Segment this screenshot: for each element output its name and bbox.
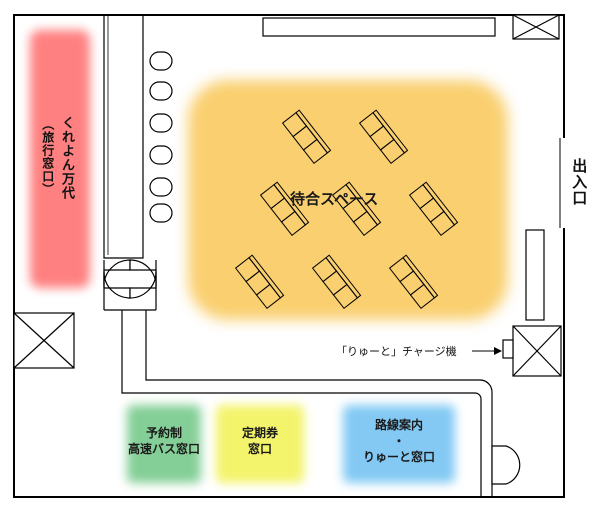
seat-back — [295, 109, 332, 154]
stool — [149, 177, 173, 197]
kureyon-sub-label: （旅行窓口） — [40, 118, 55, 196]
entrance-gap — [560, 138, 568, 228]
route-line1: 路線案内 — [374, 418, 423, 432]
stool — [149, 81, 173, 101]
reserved-bus-zone — [127, 405, 201, 483]
seat-group — [281, 109, 332, 165]
seat-group — [358, 109, 409, 165]
gate — [103, 259, 157, 311]
partition-wall-inner — [145, 310, 493, 497]
stool — [149, 203, 173, 223]
seat-group — [311, 254, 362, 310]
kureyon-zone — [30, 30, 90, 288]
seat-group — [259, 181, 310, 237]
counter — [103, 15, 144, 259]
service-door — [491, 445, 521, 485]
route-line3: りゅーと窓口 — [362, 450, 435, 464]
commuter-line2: 窓口 — [247, 442, 272, 456]
reserved-bus-label: 予約制 高速バス窓口 — [120, 425, 208, 457]
route-info-zone — [343, 405, 455, 483]
kureyon-name: くれよん万代 — [58, 116, 74, 200]
seat-back — [345, 181, 382, 226]
kureyon-sub: （旅行窓口） — [40, 118, 55, 196]
stool — [149, 145, 173, 165]
stools — [149, 51, 173, 223]
commuter-label: 定期券 窓口 — [216, 425, 304, 457]
entrance-text: 出入口 — [570, 158, 589, 206]
seat-back — [372, 109, 409, 154]
seat-group — [388, 254, 439, 310]
charge-machine — [502, 325, 562, 377]
seat-back — [422, 181, 459, 226]
seating — [234, 109, 459, 310]
route-line2: ・ — [392, 434, 405, 448]
reserved-line1: 予約制 — [145, 426, 182, 440]
outer-wall — [13, 14, 565, 498]
side-board — [525, 229, 545, 321]
seat-back — [273, 181, 310, 226]
seat-group — [234, 254, 285, 310]
pillar-top-right — [512, 14, 560, 40]
charge-arrow-head — [494, 347, 502, 355]
seat-back — [402, 254, 439, 299]
reserved-line2: 高速バス窓口 — [127, 442, 200, 456]
stool — [149, 51, 173, 71]
route-info-label: 路線案内 ・ りゅーと窓口 — [343, 417, 455, 465]
seat-group — [331, 181, 382, 237]
seat-back — [325, 254, 362, 299]
commuter-pass-zone — [216, 405, 304, 483]
pillar-left — [13, 312, 75, 369]
stool — [149, 113, 173, 133]
kureyon-label: くれよん万代 — [58, 116, 74, 200]
top-board — [262, 17, 496, 37]
waiting-zone — [188, 80, 508, 320]
commuter-line1: 定期券 — [241, 426, 278, 440]
seat-group — [408, 181, 459, 237]
waiting-label: 待合スペース — [290, 190, 379, 208]
entrance-label: 出入口 — [570, 158, 589, 206]
charge-machine-label: 「りゅーと」チャージ機 — [336, 345, 457, 358]
seat-back — [248, 254, 285, 299]
partition-wall — [121, 310, 482, 497]
